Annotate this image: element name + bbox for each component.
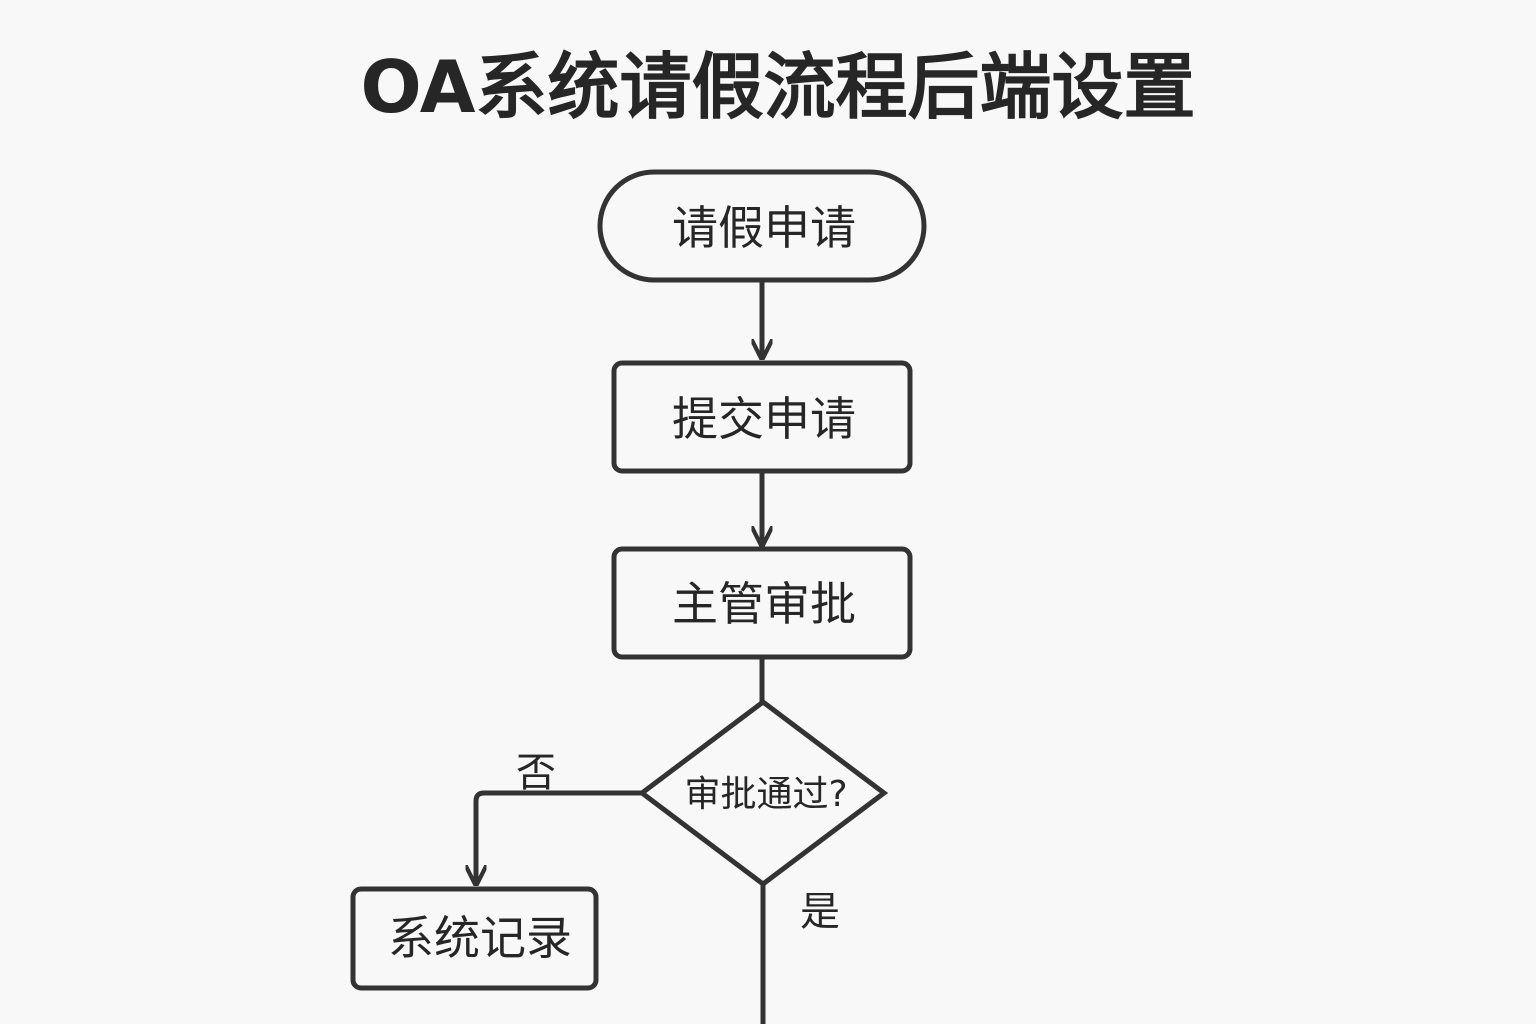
- diagram-title: OA系统请假流程后端设置: [361, 45, 1196, 129]
- record-node-shape: [350, 886, 599, 991]
- edge-decision-no-to-record: [476, 790, 642, 882]
- start-node-shape: [597, 169, 927, 283]
- yes-branch-label: 是: [800, 889, 840, 935]
- manager-node-shape: [611, 546, 913, 660]
- no-branch-label: 否: [516, 750, 556, 796]
- manager-node-label: 主管审批: [672, 577, 856, 631]
- submit-node-shape: [611, 360, 913, 474]
- record-node-label: 系统记录: [388, 911, 572, 965]
- decision-node-label: 审批通过?: [684, 774, 847, 815]
- start-node-label: 请假申请: [672, 201, 856, 255]
- submit-node-label: 提交申请: [672, 392, 856, 446]
